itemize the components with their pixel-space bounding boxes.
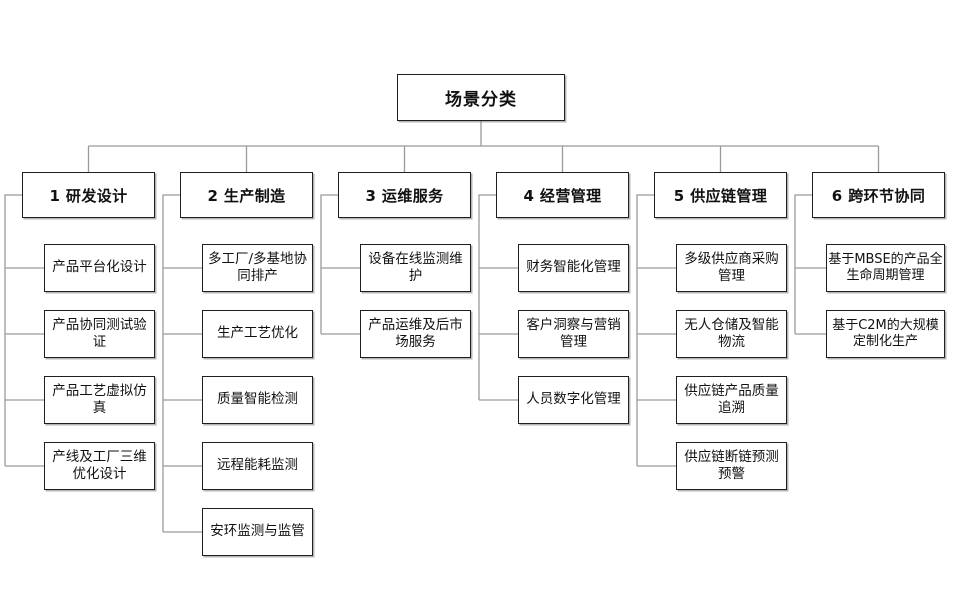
leaf-node-6-2[interactable]: 基于C2M的大规模定制化生产 — [826, 310, 945, 358]
leaf-node-2-3-label: 质量智能检测 — [217, 391, 298, 408]
leaf-node-2-2[interactable]: 生产工艺优化 — [202, 310, 313, 358]
leaf-node-1-3-label: 产品工艺虚拟仿真 — [52, 382, 147, 416]
leaf-node-4-3-label: 人员数字化管理 — [526, 391, 621, 408]
category-trunk-connector-3 — [320, 194, 338, 334]
category-node-4[interactable]: 4 经营管理 — [496, 172, 629, 218]
root-node[interactable]: 场景分类 — [397, 74, 565, 121]
category-trunk-connector-4 — [478, 194, 496, 400]
leaf-node-2-1[interactable]: 多工厂/多基地协同排产 — [202, 244, 313, 292]
category-trunk-connector-6 — [794, 194, 812, 334]
category-node-3-label: 3 运维服务 — [365, 186, 444, 205]
leaf-node-5-3-label: 供应链产品质量追溯 — [684, 382, 779, 416]
leaf-node-5-2-label: 无人仓储及智能物流 — [684, 316, 779, 350]
category-node-1[interactable]: 1 研发设计 — [22, 172, 155, 218]
category-node-1-label: 1 研发设计 — [49, 186, 128, 205]
leaf-node-1-4-label: 产线及工厂三维优化设计 — [52, 448, 147, 482]
leaf-node-2-5[interactable]: 安环监测与监管 — [202, 508, 313, 556]
leaf-node-5-3[interactable]: 供应链产品质量追溯 — [676, 376, 787, 424]
category-node-5[interactable]: 5 供应链管理 — [654, 172, 787, 218]
leaf-node-1-1[interactable]: 产品平台化设计 — [44, 244, 155, 292]
leaf-node-3-2-label: 产品运维及后市场服务 — [368, 316, 463, 350]
leaf-node-6-1[interactable]: 基于MBSE的产品全生命周期管理 — [826, 244, 945, 292]
category-node-5-label: 5 供应链管理 — [673, 186, 768, 205]
leaf-node-4-3[interactable]: 人员数字化管理 — [518, 376, 629, 424]
leaf-node-5-1-label: 多级供应商采购管理 — [684, 250, 779, 284]
leaf-node-2-4[interactable]: 远程能耗监测 — [202, 442, 313, 490]
category-trunk-connector-5 — [636, 194, 654, 466]
category-trunk-connector-1 — [4, 194, 22, 466]
leaf-node-3-1[interactable]: 设备在线监测维护 — [360, 244, 471, 292]
leaf-node-6-1-label: 基于MBSE的产品全生命周期管理 — [828, 251, 943, 283]
category-trunk-connector-2 — [162, 194, 180, 532]
category-node-4-label: 4 经营管理 — [523, 186, 602, 205]
category-node-6-label: 6 跨环节协同 — [831, 186, 926, 205]
leaf-node-1-2[interactable]: 产品协同测试验证 — [44, 310, 155, 358]
leaf-node-3-2[interactable]: 产品运维及后市场服务 — [360, 310, 471, 358]
leaf-node-1-4[interactable]: 产线及工厂三维优化设计 — [44, 442, 155, 490]
leaf-node-2-3[interactable]: 质量智能检测 — [202, 376, 313, 424]
leaf-node-3-1-label: 设备在线监测维护 — [368, 250, 463, 284]
leaf-node-4-1[interactable]: 财务智能化管理 — [518, 244, 629, 292]
leaf-node-1-2-label: 产品协同测试验证 — [52, 316, 147, 350]
leaf-node-2-4-label: 远程能耗监测 — [217, 457, 298, 474]
leaf-node-2-1-label: 多工厂/多基地协同排产 — [207, 250, 308, 284]
root-node-label: 场景分类 — [445, 90, 517, 110]
leaf-node-4-2-label: 客户洞察与营销管理 — [526, 316, 621, 350]
leaf-node-6-2-label: 基于C2M的大规模定制化生产 — [832, 317, 939, 349]
leaf-node-4-2[interactable]: 客户洞察与营销管理 — [518, 310, 629, 358]
leaf-node-4-1-label: 财务智能化管理 — [526, 259, 621, 276]
leaf-node-1-1-label: 产品平台化设计 — [52, 259, 147, 276]
leaf-node-2-5-label: 安环监测与监管 — [210, 523, 305, 540]
leaf-node-1-3[interactable]: 产品工艺虚拟仿真 — [44, 376, 155, 424]
category-node-2-label: 2 生产制造 — [207, 186, 286, 205]
leaf-node-5-2[interactable]: 无人仓储及智能物流 — [676, 310, 787, 358]
leaf-node-2-2-label: 生产工艺优化 — [217, 325, 298, 342]
category-node-3[interactable]: 3 运维服务 — [338, 172, 471, 218]
leaf-node-5-4[interactable]: 供应链断链预测预警 — [676, 442, 787, 490]
leaf-node-5-1[interactable]: 多级供应商采购管理 — [676, 244, 787, 292]
leaf-node-5-4-label: 供应链断链预测预警 — [684, 448, 779, 482]
category-node-6[interactable]: 6 跨环节协同 — [812, 172, 945, 218]
category-node-2[interactable]: 2 生产制造 — [180, 172, 313, 218]
